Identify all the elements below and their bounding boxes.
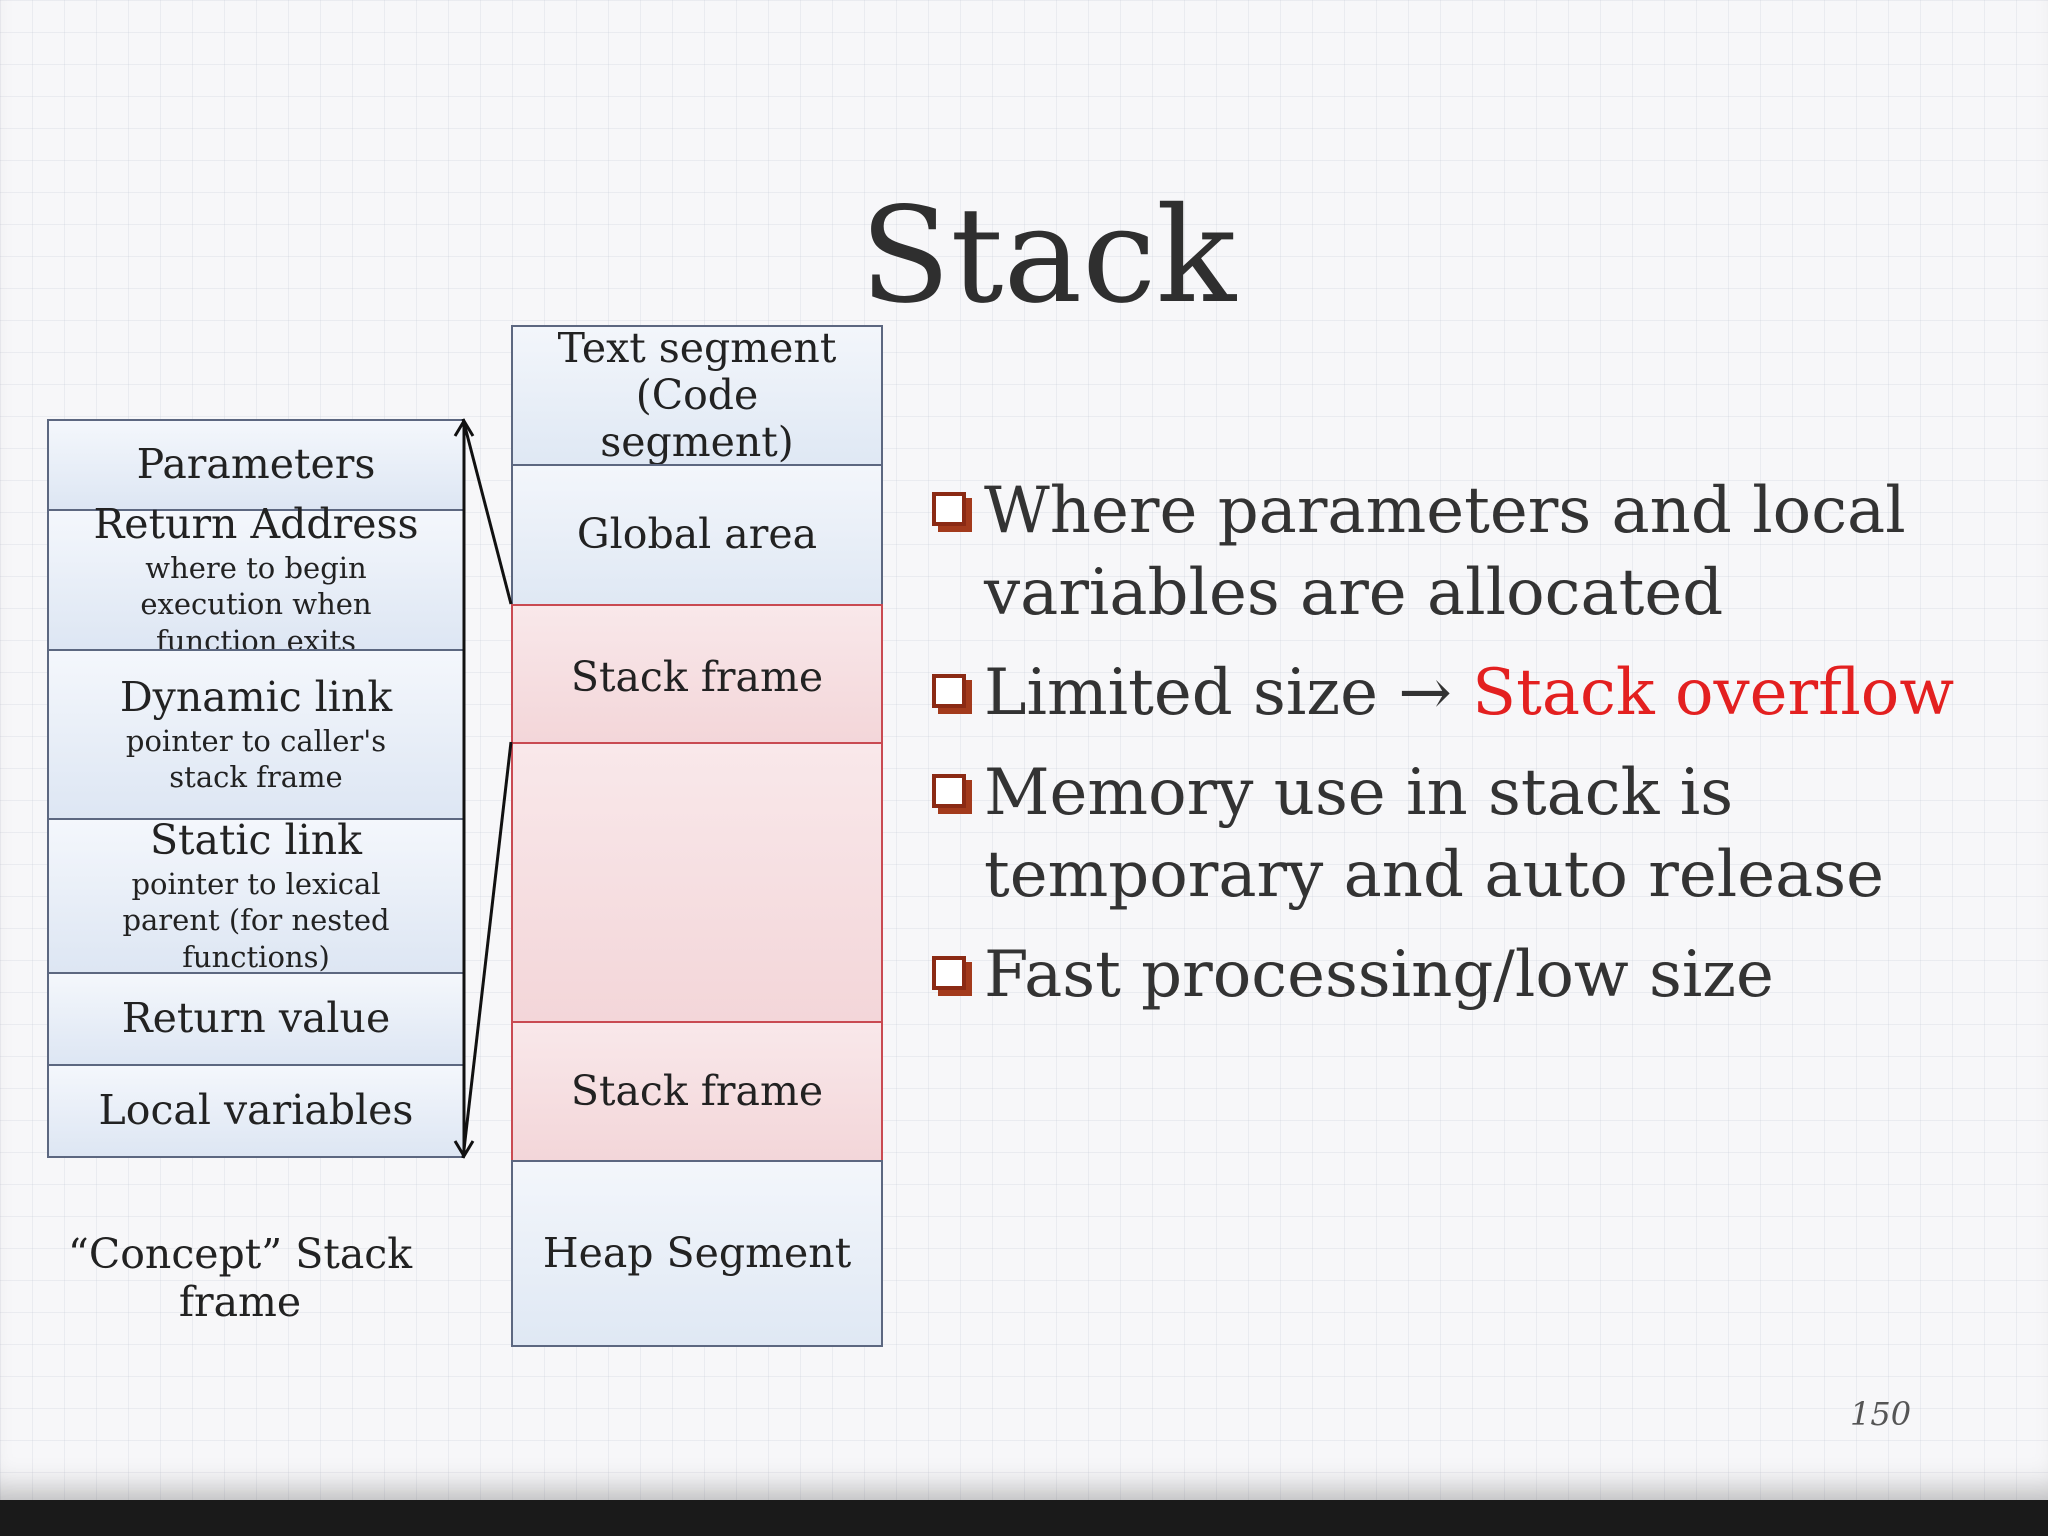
bullet-item: Fast processing/low size [928, 934, 2028, 1016]
segment-text: Text segment (Code segment) [511, 323, 883, 467]
concept-dynamic-link-label: Dynamic link [119, 672, 393, 721]
segment-stack-frame-top: Stack frame [511, 604, 883, 744]
slide: Stack Parameters Return Address where to… [0, 0, 2048, 1500]
concept-static-link: Static link pointer to lexical parent (f… [47, 816, 465, 974]
checkbox-bullet-icon [932, 956, 966, 990]
concept-return-address-label: Return Address [93, 500, 419, 549]
segment-stack-frame-bottom: Stack frame [511, 1021, 883, 1162]
bullet-list: Where parameters and local variables are… [928, 470, 2028, 1034]
concept-local-variables: Local variables [47, 1064, 465, 1158]
concept-local-variables-label: Local variables [98, 1086, 414, 1135]
bullet-item: Limited size → Stack overflow [928, 652, 2028, 734]
concept-static-link-desc: pointer to lexical parent (for nested fu… [122, 867, 390, 974]
segment-global-label: Global area [576, 510, 818, 559]
bullet-highlight: Stack overflow [1472, 656, 1955, 730]
concept-parameters-label: Parameters [136, 440, 376, 489]
bullet-item: Memory use in stack is temporary and aut… [928, 752, 2028, 916]
segment-heap: Heap Segment [511, 1160, 883, 1347]
segment-text-label: Text segment (Code segment) [557, 323, 837, 467]
bullet-text: Limited size → [984, 656, 1473, 730]
page-number: 150 [1850, 1395, 1912, 1433]
concept-caption: “Concept” Stack frame [67, 1230, 413, 1326]
concept-return-value-label: Return value [121, 994, 391, 1043]
segment-heap-label: Heap Segment [542, 1228, 852, 1277]
slide-title: Stack [860, 179, 1237, 333]
segment-stack-frame-top-label: Stack frame [570, 653, 824, 701]
bullet-text: Memory use in stack is temporary and aut… [984, 756, 1884, 912]
connector-lines [453, 418, 513, 1159]
segment-stack-frame-bottom-label: Stack frame [570, 1066, 824, 1115]
connector-bottom-line [461, 741, 513, 1159]
checkbox-bullet-icon [932, 774, 966, 808]
concept-dynamic-link-desc: pointer to caller's stack frame [125, 723, 387, 795]
bullet-item: Where parameters and local variables are… [928, 470, 2028, 634]
bracket-arrow-bottom-head [453, 1140, 475, 1159]
segment-global: Global area [511, 464, 883, 606]
connector-top-line [461, 418, 513, 605]
checkbox-bullet-icon [932, 492, 966, 526]
bullet-text: Where parameters and local variables are… [984, 474, 1906, 630]
bullet-text: Fast processing/low size [984, 938, 1774, 1012]
bracket-arrow-top-head [453, 418, 475, 437]
checkbox-bullet-icon [932, 674, 966, 708]
concept-parameters: Parameters [47, 419, 465, 511]
concept-static-link-label: Static link [149, 816, 363, 865]
